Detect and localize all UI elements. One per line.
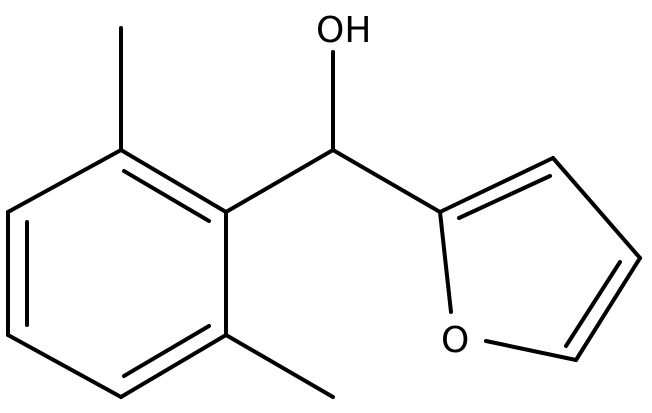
- benzene-bond-4: [6, 333, 123, 399]
- benzene-bond-1: [119, 148, 228, 214]
- furan-bond-c3-c4: [551, 156, 642, 260]
- furan-bond-c4-c5: [574, 256, 642, 362]
- aryl-to-carbinol-bond: [224, 148, 335, 214]
- carbinol-to-furan-bond: [331, 148, 442, 214]
- methyl-bond-bottom: [224, 333, 335, 399]
- furan-double-bond-inner-2: [564, 260, 622, 348]
- furan-bond-c2-c3: [438, 156, 555, 214]
- benzene-bond-3: [119, 333, 228, 399]
- benzene-double-bond-inner-2: [122, 324, 211, 378]
- furan-double-bond-inner-1: [457, 174, 552, 220]
- benzene-double-bond-inner-1: [122, 169, 211, 223]
- furan-bond-o-c2: [438, 210, 453, 314]
- benzene-bond-6: [6, 148, 123, 214]
- hydroxyl-label: OH: [316, 10, 371, 51]
- furan-bond-c5-o: [484, 339, 578, 362]
- furan-oxygen-label: O: [441, 320, 469, 361]
